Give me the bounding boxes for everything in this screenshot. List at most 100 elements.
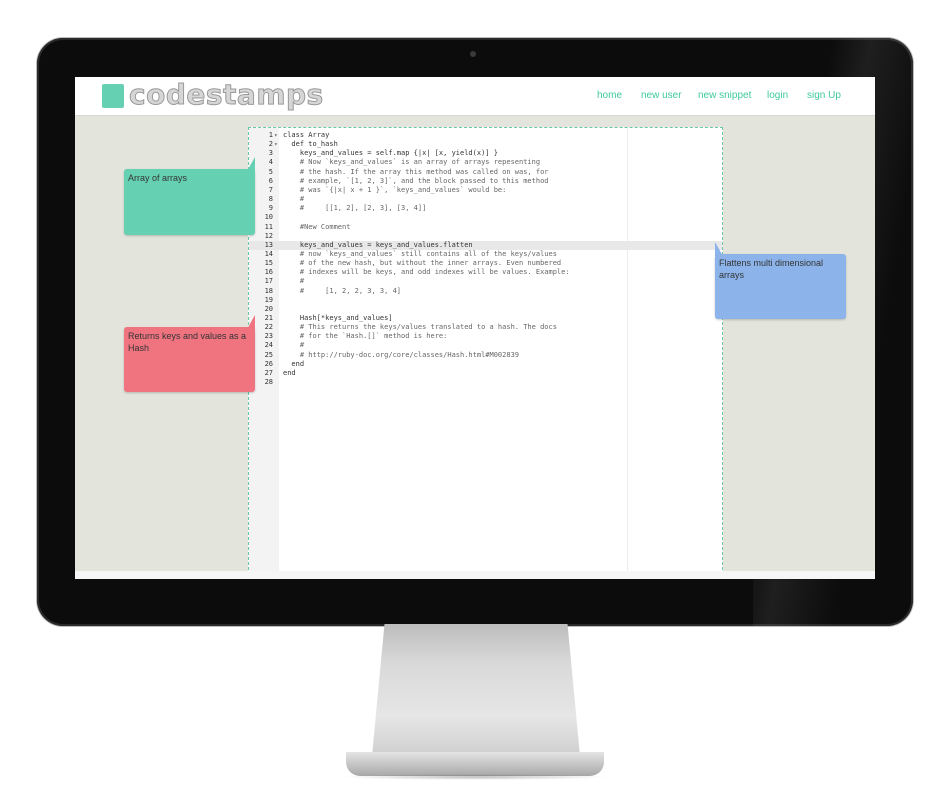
code-line[interactable]: 25 # http://ruby-doc.org/core/classes/Ha… — [249, 351, 722, 360]
code-text: Hash[*keys_and_values] — [283, 314, 393, 322]
code-text: # of the new hash, but without the inner… — [283, 259, 562, 268]
line-number: 20 — [264, 304, 273, 313]
line-number: 1 — [268, 131, 273, 139]
code-text: # indexes will be keys, and odd indexes … — [283, 268, 570, 277]
line-number: 23 — [264, 332, 273, 341]
line-number: 21 — [264, 314, 273, 322]
code-text: # — [283, 341, 305, 350]
code-line[interactable]: 22 # This returns the keys/values transl… — [249, 323, 722, 332]
line-number: 24 — [264, 341, 273, 350]
fold-arrow-icon[interactable]: ▾ — [274, 132, 278, 139]
code-line[interactable]: 4 # Now `keys_and_values` is an array of… — [249, 158, 722, 167]
code-line[interactable]: 17 # — [249, 277, 722, 286]
line-number: 10 — [264, 213, 273, 222]
code-line[interactable]: 15 # of the new hash, but without the in… — [249, 259, 722, 268]
line-number: 9 — [268, 204, 273, 213]
code-line[interactable]: 8 # — [249, 195, 722, 204]
code-text: # [1, 2, 2, 3, 3, 4] — [283, 286, 402, 295]
line-number: 16 — [264, 268, 273, 277]
code-text: keys_and_values = self.map {|x| [x, yiel… — [283, 149, 498, 158]
code-text: # — [283, 277, 305, 286]
nav-sign-up[interactable]: sign Up — [807, 90, 841, 101]
code-text: # This returns the keys/values translate… — [283, 323, 557, 332]
camera — [470, 51, 476, 57]
line-number: 11 — [264, 222, 273, 231]
code-text: end — [283, 368, 296, 377]
page-footer — [75, 571, 875, 579]
line-number: 26 — [264, 359, 273, 368]
note-pointer — [247, 157, 255, 171]
line-number: 28 — [264, 378, 273, 387]
code-text: # — [283, 195, 305, 204]
code-line[interactable]: 3 keys_and_values = self.map {|x| [x, yi… — [249, 149, 722, 158]
note-pointer — [715, 242, 723, 256]
code-line[interactable]: 13 keys_and_values = keys_and_values.fla… — [249, 240, 722, 250]
line-number: 25 — [264, 350, 273, 359]
line-number: 12 — [264, 231, 273, 240]
line-number: 3 — [268, 149, 273, 158]
monitor-stand — [372, 624, 580, 756]
code-text: # now `keys_and_values` still contains a… — [283, 249, 557, 258]
code-line[interactable]: 6 # example, `[1, 2, 3]`, and the block … — [249, 177, 722, 186]
code-line[interactable]: 26 end — [249, 360, 722, 369]
nav-home[interactable]: home — [597, 90, 623, 101]
line-number: 18 — [264, 286, 273, 295]
line-number: 15 — [264, 259, 273, 268]
code-line[interactable]: 19 — [249, 296, 722, 305]
line-number: 6 — [268, 176, 273, 185]
code-line[interactable]: 14 # now `keys_and_values` still contain… — [249, 250, 722, 259]
base-shadow — [340, 774, 610, 780]
line-number: 8 — [268, 195, 273, 204]
print-margin — [627, 128, 628, 579]
code-line[interactable]: 23 # for the `Hash.[]` method is here: — [249, 332, 722, 341]
note-flattens[interactable]: Flattens multi dimensional arrays — [715, 254, 846, 319]
logo-text[interactable]: codestamps — [129, 78, 324, 112]
code-text: # [[1, 2], [2, 3], [3, 4]] — [283, 204, 427, 213]
code-line[interactable]: 10 — [249, 213, 722, 222]
line-number: 14 — [264, 249, 273, 258]
code-text: # Now `keys_and_values` is an array of a… — [283, 158, 541, 167]
code-line[interactable]: 5 # the hash. If the array this method w… — [249, 168, 722, 177]
line-number: 17 — [264, 277, 273, 286]
code-line[interactable]: 7 # was `{|x| x + 1 }`, `keys_and_values… — [249, 186, 722, 195]
nav-new-user[interactable]: new user — [641, 90, 682, 101]
line-number: 27 — [264, 368, 273, 377]
code-text: # was `{|x| x + 1 }`, `keys_and_values` … — [283, 185, 507, 194]
code-text: # example, `[1, 2, 3]`, and the block pa… — [283, 176, 549, 185]
nav-new-snippet[interactable]: new snippet — [698, 90, 752, 101]
code-text: end — [283, 359, 305, 368]
code-text: keys_and_values = keys_and_values.flatte… — [283, 240, 473, 249]
code-line[interactable]: 21 Hash[*keys_and_values] — [249, 314, 722, 323]
screen: codestamps home new user new snippet log… — [75, 77, 875, 579]
line-number: 19 — [264, 295, 273, 304]
note-array-of-arrays[interactable]: Array of arrays — [124, 169, 255, 235]
code-text: # for the `Hash.[]` method is here: — [283, 332, 448, 341]
code-text: # http://ruby-doc.org/core/classes/Hash.… — [283, 350, 520, 359]
code-line[interactable]: 9 # [[1, 2], [2, 3], [3, 4]] — [249, 204, 722, 213]
code-line[interactable]: 27 end — [249, 369, 722, 378]
line-number: 13 — [264, 240, 273, 249]
code-line[interactable]: 2▾ def to_hash — [249, 140, 722, 149]
code-line[interactable]: 28 — [249, 378, 722, 387]
code-line[interactable]: 1▾ class Array — [249, 131, 722, 140]
code-line[interactable]: 18 # [1, 2, 2, 3, 3, 4] — [249, 287, 722, 296]
line-number: 22 — [264, 323, 273, 332]
code-text: def to_hash — [283, 140, 338, 149]
note-pointer — [247, 315, 255, 329]
code-text: #New Comment — [283, 222, 351, 231]
code-line[interactable]: 12 — [249, 232, 722, 241]
code-line[interactable]: 20 — [249, 305, 722, 314]
code-text: # the hash. If the array this method was… — [283, 167, 549, 176]
code-line[interactable]: 16 # indexes will be keys, and odd index… — [249, 268, 722, 277]
fold-arrow-icon[interactable]: ▾ — [274, 141, 278, 149]
nav-login[interactable]: login — [767, 90, 789, 101]
note-returns-hash[interactable]: Returns keys and values as a Hash — [124, 327, 255, 392]
logo-square-icon — [102, 84, 124, 108]
line-number: 2 — [268, 140, 273, 149]
code-line[interactable]: 11 #New Comment — [249, 223, 722, 232]
monitor-base — [346, 752, 604, 776]
code-line[interactable]: 24 # — [249, 341, 722, 350]
line-number: 5 — [268, 167, 273, 176]
code-text: class Array — [283, 131, 330, 139]
